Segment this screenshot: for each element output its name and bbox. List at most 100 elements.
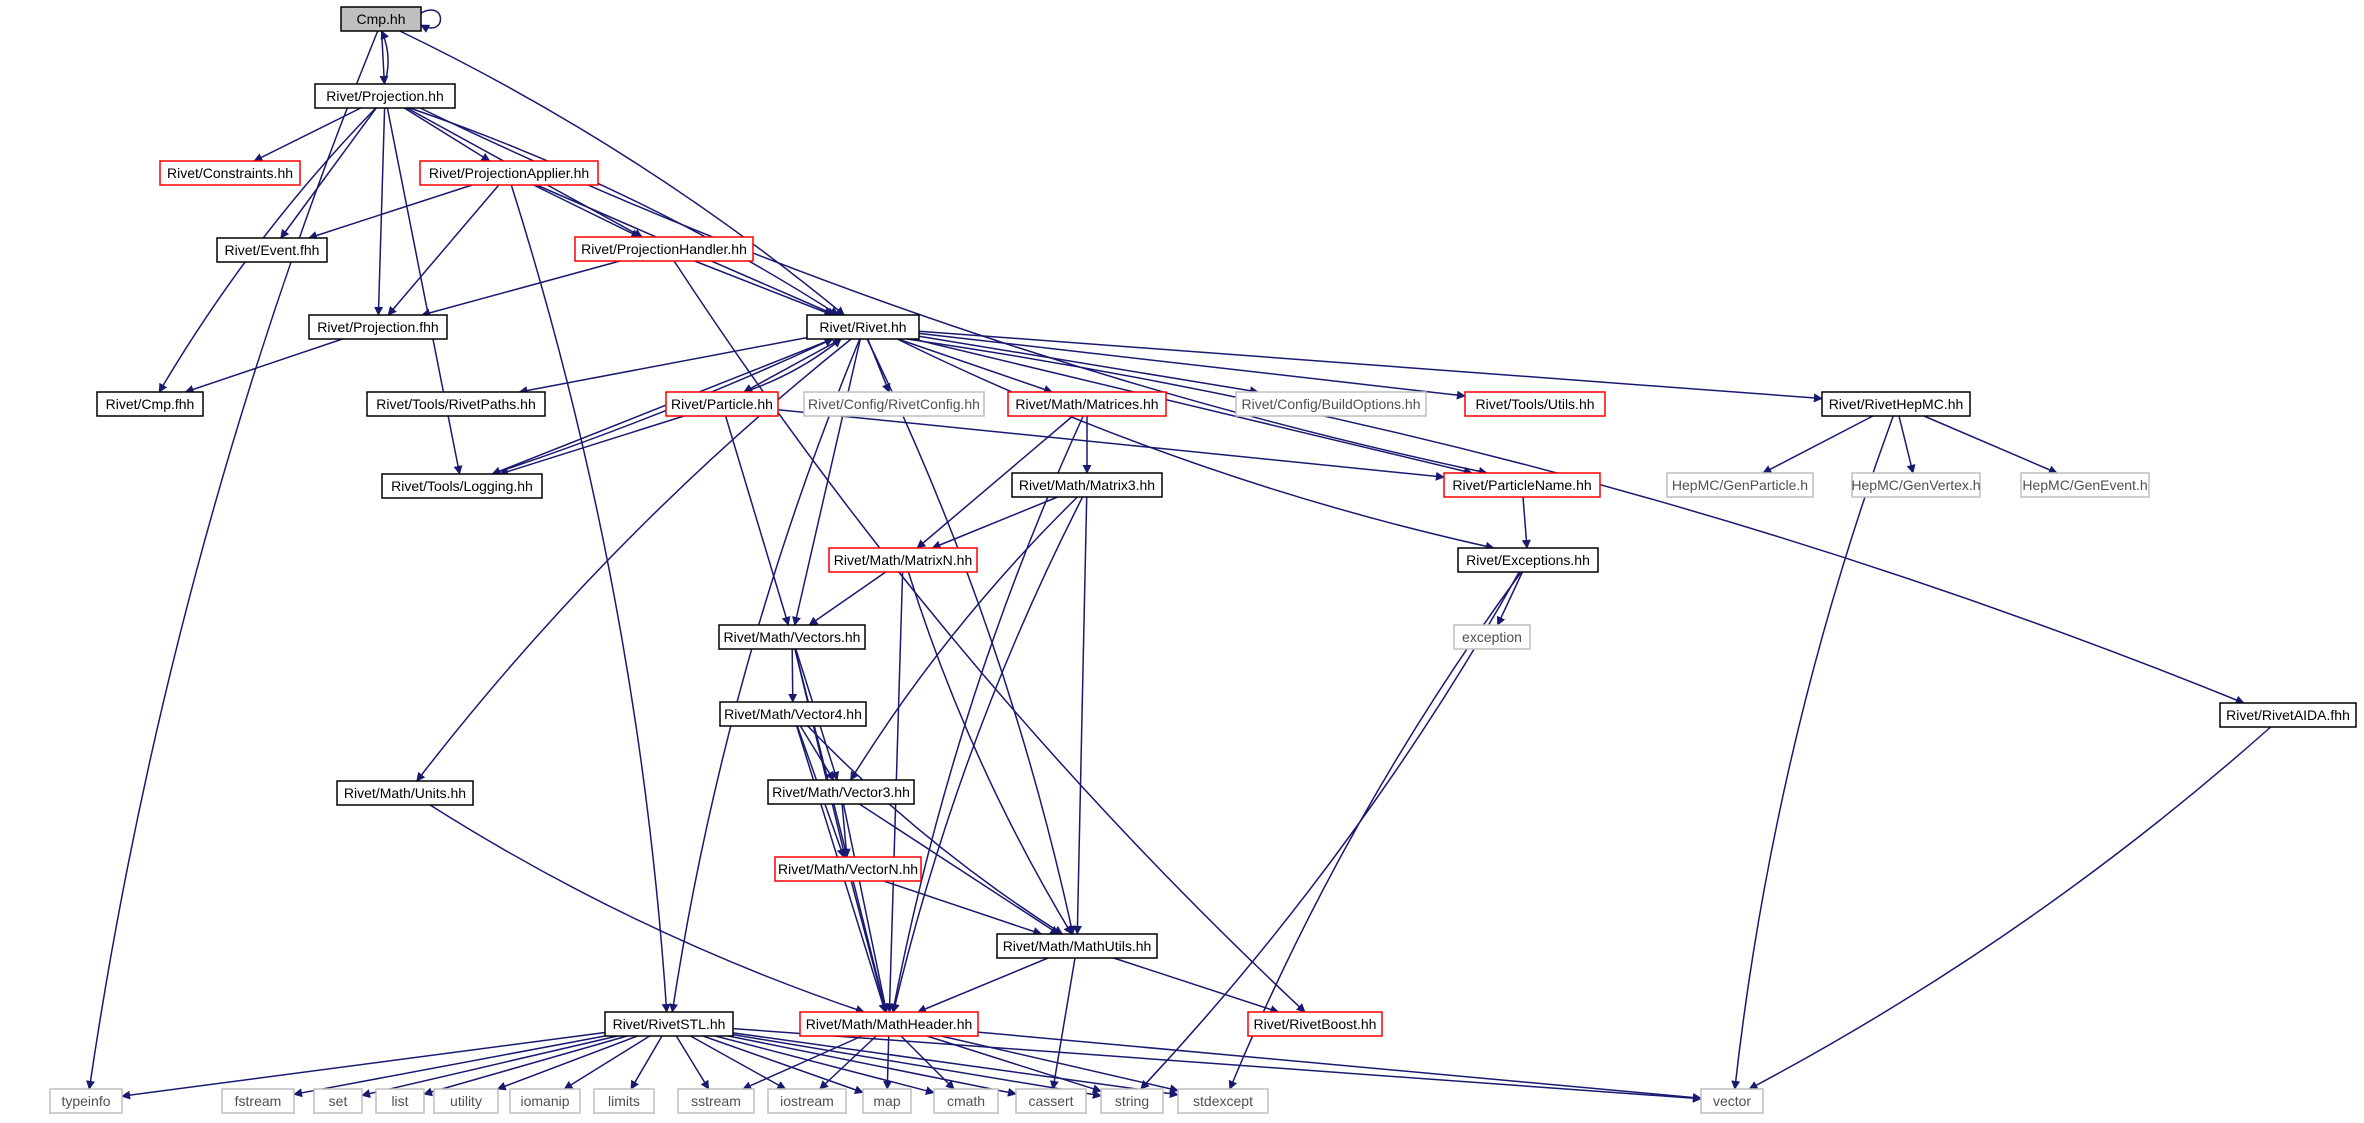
edge-particle_hh-to-vectors_hh <box>724 415 791 626</box>
node-iostream: iostream <box>767 1088 847 1114</box>
edge-cmp_hh-to-typeinfo <box>86 30 379 1090</box>
node-event_fhh: Rivet/Event.fhh <box>216 237 328 263</box>
node-label: fstream <box>235 1093 282 1109</box>
edge-mathheader_hh-to-map <box>883 1035 893 1090</box>
node-box <box>933 1088 999 1114</box>
node-label: Rivet/Tools/Logging.hh <box>391 478 533 494</box>
edge-projectionapplier_hh-to-event_fhh <box>308 184 473 240</box>
node-label: set <box>329 1093 348 1109</box>
node-label: stdexcept <box>1193 1093 1253 1109</box>
node-vector3_hh: Rivet/Math/Vector3.hh <box>767 779 915 805</box>
edge-rivetstl_hh-to-sstream <box>675 1035 710 1090</box>
node-limits: limits <box>593 1088 655 1114</box>
node-box <box>509 1088 581 1114</box>
node-stdexcept: stdexcept <box>1177 1088 1269 1114</box>
edges-layer <box>86 9 2272 1103</box>
node-box <box>799 1011 979 1037</box>
node-rivetpaths_hh: Rivet/Tools/RivetPaths.hh <box>366 391 546 417</box>
node-box <box>574 236 754 262</box>
edge-projection_hh-to-logging_hh <box>386 107 463 475</box>
node-label: Rivet/Math/MatrixN.hh <box>834 552 972 568</box>
edge-mathutils_hh-to-cassert <box>1049 957 1076 1090</box>
edge-projectionapplier_hh-to-rivetstl_hh <box>510 184 671 1013</box>
node-box <box>433 1088 499 1114</box>
node-box <box>806 314 920 340</box>
node-label: Rivet/Rivet.hh <box>819 319 906 335</box>
node-box <box>677 1088 755 1114</box>
edge-projection_fhh-to-cmp_fhh <box>184 338 343 394</box>
edge-projection_hh-to-projection_fhh <box>374 107 386 316</box>
node-box <box>381 473 543 499</box>
node-mathutils_hh: Rivet/Math/MathUtils.hh <box>996 933 1158 959</box>
node-iomanip: iomanip <box>509 1088 581 1114</box>
node-cmp_hh: Cmp.hh <box>340 6 422 32</box>
node-fstream: fstream <box>221 1088 295 1114</box>
node-rivetstl_hh: Rivet/RivetSTL.hh <box>604 1011 734 1037</box>
edge-projection_hh-to-projectionapplier_hh <box>403 107 491 162</box>
edge-rivet_hh-to-exceptions_hh <box>896 338 1495 551</box>
node-box <box>1100 1088 1164 1114</box>
node-label: Cmp.hh <box>356 11 405 27</box>
edge-vectorn_hh-to-mathheader_hh <box>850 880 889 1013</box>
node-label: Rivet/ProjectionHandler.hh <box>581 241 747 257</box>
node-particle_hh: Rivet/Particle.hh <box>665 391 779 417</box>
node-constraints_hh: Rivet/Constraints.hh <box>159 160 301 186</box>
node-label: Rivet/Math/Vector4.hh <box>724 706 862 722</box>
edge-rivetstl_hh-to-fstream <box>293 1035 606 1098</box>
node-label: Rivet/RivetHepMC.hh <box>1829 396 1964 412</box>
node-utils_hh: Rivet/Tools/Utils.hh <box>1464 391 1606 417</box>
node-box <box>1177 1088 1269 1114</box>
edge-matrix3_hh-to-mathutils_hh <box>1072 496 1088 935</box>
node-list: list <box>375 1088 425 1114</box>
node-box <box>604 1011 734 1037</box>
node-genvertex_h: HepMC/GenVertex.h <box>1851 472 1981 498</box>
edge-rivetstl_hh-to-cassert <box>728 1035 1017 1097</box>
node-box <box>313 1088 363 1114</box>
node-label: Rivet/Math/Vector3.hh <box>772 784 910 800</box>
edge-exceptions_hh-to-exception <box>1496 571 1524 626</box>
node-label: Rivet/Exceptions.hh <box>1466 552 1590 568</box>
node-string: string <box>1100 1088 1164 1114</box>
node-label: typeinfo <box>61 1093 110 1109</box>
node-matrix3_hh: Rivet/Math/Matrix3.hh <box>1011 472 1163 498</box>
node-label: list <box>391 1093 408 1109</box>
edge-projectionhandler_hh-to-projection_fhh <box>421 260 621 318</box>
node-genevent_h: HepMC/GenEvent.h <box>2020 472 2150 498</box>
node-box <box>314 83 456 109</box>
edge-rivet_hh-to-rivetpaths_hh <box>518 336 808 395</box>
node-units_hh: Rivet/Math/Units.hh <box>336 780 474 806</box>
node-buildoptions_hh: Rivet/Config/BuildOptions.hh <box>1235 391 1427 417</box>
edge-matrices_hh-to-mathheader_hh <box>889 415 1084 1013</box>
edge-mathutils_hh-to-mathheader_hh <box>917 957 1049 1014</box>
edge-vector3_hh-to-vectorn_hh <box>841 803 851 858</box>
node-label: Rivet/RivetBoost.hh <box>1254 1016 1377 1032</box>
edge-rivetstl_hh-to-stdexcept <box>732 1032 1179 1099</box>
node-genparticle_h: HepMC/GenParticle.h <box>1666 472 1814 498</box>
node-label: Rivet/Math/Vectors.hh <box>724 629 861 645</box>
edge-mathheader_hh-to-cmath <box>900 1035 955 1090</box>
node-box <box>308 314 448 340</box>
edge-logging_hh-to-rivet_hh <box>492 338 834 475</box>
node-label: HepMC/GenEvent.h <box>2022 477 2147 493</box>
node-map: map <box>862 1088 912 1114</box>
node-label: iostream <box>780 1093 834 1109</box>
edge-particle_hh-to-particlename_hh <box>777 408 1445 481</box>
node-box <box>1247 1011 1383 1037</box>
edge-mathheader_hh-to-sstream <box>742 1035 863 1090</box>
node-box <box>767 779 915 805</box>
node-label: sstream <box>691 1093 741 1109</box>
node-rivet_hh: Rivet/Rivet.hh <box>806 314 920 340</box>
edge-rivetstl_hh-to-iomanip <box>563 1035 651 1090</box>
node-projectionapplier_hh: Rivet/ProjectionApplier.hh <box>419 160 599 186</box>
node-label: Rivet/Projection.hh <box>326 88 444 104</box>
node-box <box>1015 1088 1087 1114</box>
node-box <box>1457 547 1599 573</box>
edge-rivethepmc_hh-to-genevent_h <box>1923 415 2058 474</box>
node-box <box>1011 472 1163 498</box>
node-label: Rivet/Math/Matrix3.hh <box>1019 477 1155 493</box>
node-box <box>719 701 867 727</box>
node-cassert: cassert <box>1015 1088 1087 1114</box>
node-sstream: sstream <box>677 1088 755 1114</box>
node-box <box>593 1088 655 1114</box>
